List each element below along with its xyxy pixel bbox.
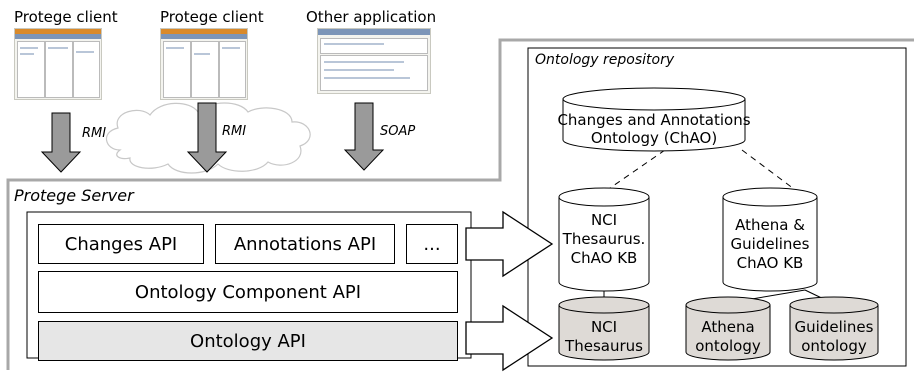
rmi-arrow-2 bbox=[186, 102, 228, 173]
nci-kb-label-line2: Thesaurus. bbox=[562, 230, 646, 248]
rmi-arrow-1 bbox=[40, 112, 82, 173]
client-title-2: Protege client bbox=[160, 8, 264, 26]
boundary-line bbox=[6, 38, 914, 370]
annotations-api-box: Annotations API bbox=[215, 224, 395, 264]
athena-label-line2: ontology bbox=[695, 337, 761, 355]
client-title-3: Other application bbox=[306, 8, 437, 26]
nci-label-line1: NCI bbox=[591, 318, 617, 336]
guidelines-ontology-cylinder bbox=[789, 296, 879, 361]
client-screenshot-2 bbox=[160, 28, 248, 100]
changes-api-box: Changes API bbox=[38, 224, 204, 264]
rmi-label-2: RMI bbox=[222, 124, 247, 139]
client-screenshot-1 bbox=[14, 28, 102, 100]
nci-thesaurus-cylinder bbox=[558, 296, 650, 361]
client-screenshot-3 bbox=[317, 28, 431, 94]
athena-kb-label-line2: Guidelines bbox=[731, 235, 810, 253]
ontology-api-box: Ontology API bbox=[38, 321, 458, 361]
soap-arrow bbox=[343, 102, 385, 171]
guidelines-label-line2: ontology bbox=[801, 337, 867, 355]
guidelines-label-line1: Guidelines bbox=[795, 318, 874, 336]
client-title-1: Protege client bbox=[14, 8, 118, 26]
nci-label-line2: Thesaurus bbox=[564, 337, 643, 355]
nci-kb-cylinder bbox=[558, 187, 650, 292]
athena-label-line1: Athena bbox=[701, 318, 754, 336]
rmi-label-1: RMI bbox=[82, 126, 107, 141]
server-title: Protege Server bbox=[14, 186, 134, 205]
repository-title: Ontology repository bbox=[535, 52, 675, 68]
nci-kb-label-line1: NCI bbox=[591, 211, 617, 229]
soap-label: SOAP bbox=[380, 124, 416, 139]
athena-ontology-cylinder bbox=[685, 296, 771, 361]
athena-kb-label-line3: ChAO KB bbox=[737, 254, 804, 272]
chao-label-line2: Ontology (ChAO) bbox=[591, 129, 717, 147]
api-arrow-top bbox=[465, 210, 554, 278]
chao-cylinder bbox=[562, 87, 746, 152]
chao-label-line1: Changes and Annotations bbox=[557, 111, 750, 129]
nci-kb-label-line3: ChAO KB bbox=[571, 249, 638, 267]
ontology-component-api-box: Ontology Component API bbox=[38, 271, 458, 313]
api-arrow-bottom bbox=[465, 304, 554, 372]
athena-kb-cylinder bbox=[722, 187, 818, 292]
more-apis-box: ... bbox=[406, 224, 458, 264]
athena-kb-label-line1: Athena & bbox=[735, 216, 805, 234]
